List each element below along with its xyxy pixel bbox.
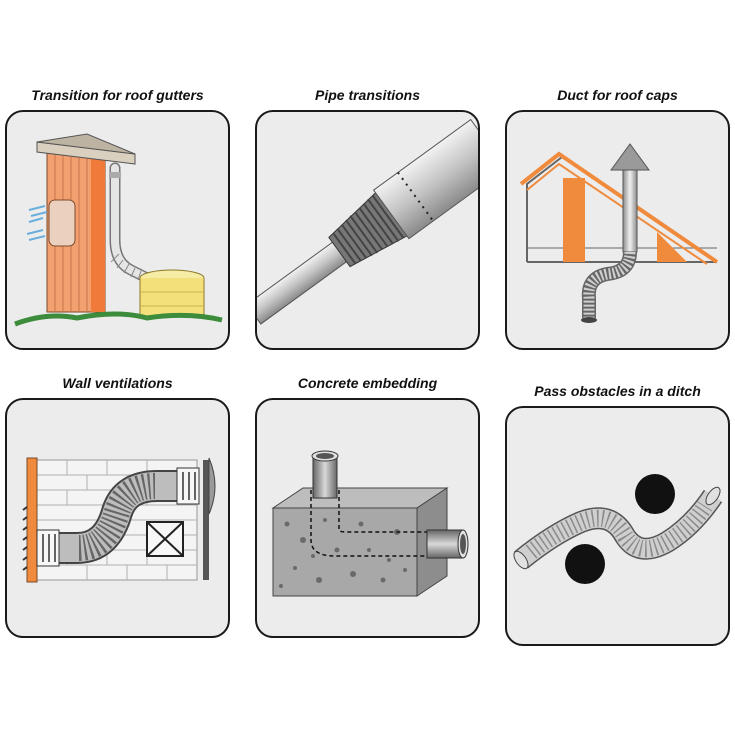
vent-pipe xyxy=(622,165,638,253)
panel-title: Wall ventilations xyxy=(62,375,173,391)
panel-roof-gutters: Transition for roof gutters xyxy=(5,80,230,350)
panel-title: Concrete embedding xyxy=(297,375,438,391)
outer-wall xyxy=(26,457,38,583)
roof xyxy=(36,133,136,155)
concrete-front xyxy=(272,507,418,597)
pipe-transition-illustration xyxy=(257,118,478,325)
panel-title: Transition for roof gutters xyxy=(31,87,204,103)
roof-gutter-illustration xyxy=(14,133,223,348)
wind-lines xyxy=(26,205,48,241)
panel-wall-ventilations: Wall ventilations xyxy=(5,368,230,638)
roof-cap-illustration xyxy=(519,143,719,323)
flex-duct-outline xyxy=(581,251,637,318)
panel-title: Pipe transitions xyxy=(314,87,421,103)
aggregate xyxy=(279,518,407,588)
vertical-pipe xyxy=(312,455,338,499)
panel-frame xyxy=(255,110,480,350)
panel-frame xyxy=(505,406,730,646)
panel-title: Pass obstacles in a ditch xyxy=(534,383,701,399)
duct-opening xyxy=(581,317,597,323)
window xyxy=(48,199,76,247)
grass xyxy=(14,311,223,327)
panel-frame xyxy=(5,398,230,638)
wall-corner xyxy=(91,152,105,312)
panel-frame xyxy=(5,110,230,350)
panel-title: Duct for roof caps xyxy=(557,87,678,103)
panel-roof-caps: Duct for roof caps xyxy=(505,80,730,350)
obstacle xyxy=(565,544,605,584)
wall-ventilation-illustration xyxy=(22,457,216,583)
ditch-obstacle-illustration xyxy=(513,474,723,584)
vent-cap xyxy=(208,457,216,515)
large-pipe xyxy=(372,118,478,240)
small-pipe xyxy=(257,239,351,325)
panel-frame xyxy=(505,110,730,350)
panel-frame xyxy=(255,398,480,638)
inner-wall xyxy=(203,460,209,580)
panel-ditch-obstacles: Pass obstacles in a ditch xyxy=(505,376,730,646)
rafter xyxy=(657,232,687,262)
panel-concrete-embedding: Concrete embedding xyxy=(255,368,480,638)
roof-line xyxy=(519,151,719,264)
insertion-mark xyxy=(397,171,434,222)
embedded-duct-path xyxy=(338,490,429,533)
downpipe xyxy=(111,164,151,282)
panel-pipe-transitions: Pipe transitions xyxy=(255,80,480,350)
duct-end xyxy=(513,550,529,570)
duct-end xyxy=(705,486,721,506)
rafter xyxy=(563,178,585,262)
concrete-embedding-illustration xyxy=(271,450,469,597)
roof-cap xyxy=(610,143,650,171)
obstacle xyxy=(635,474,675,514)
